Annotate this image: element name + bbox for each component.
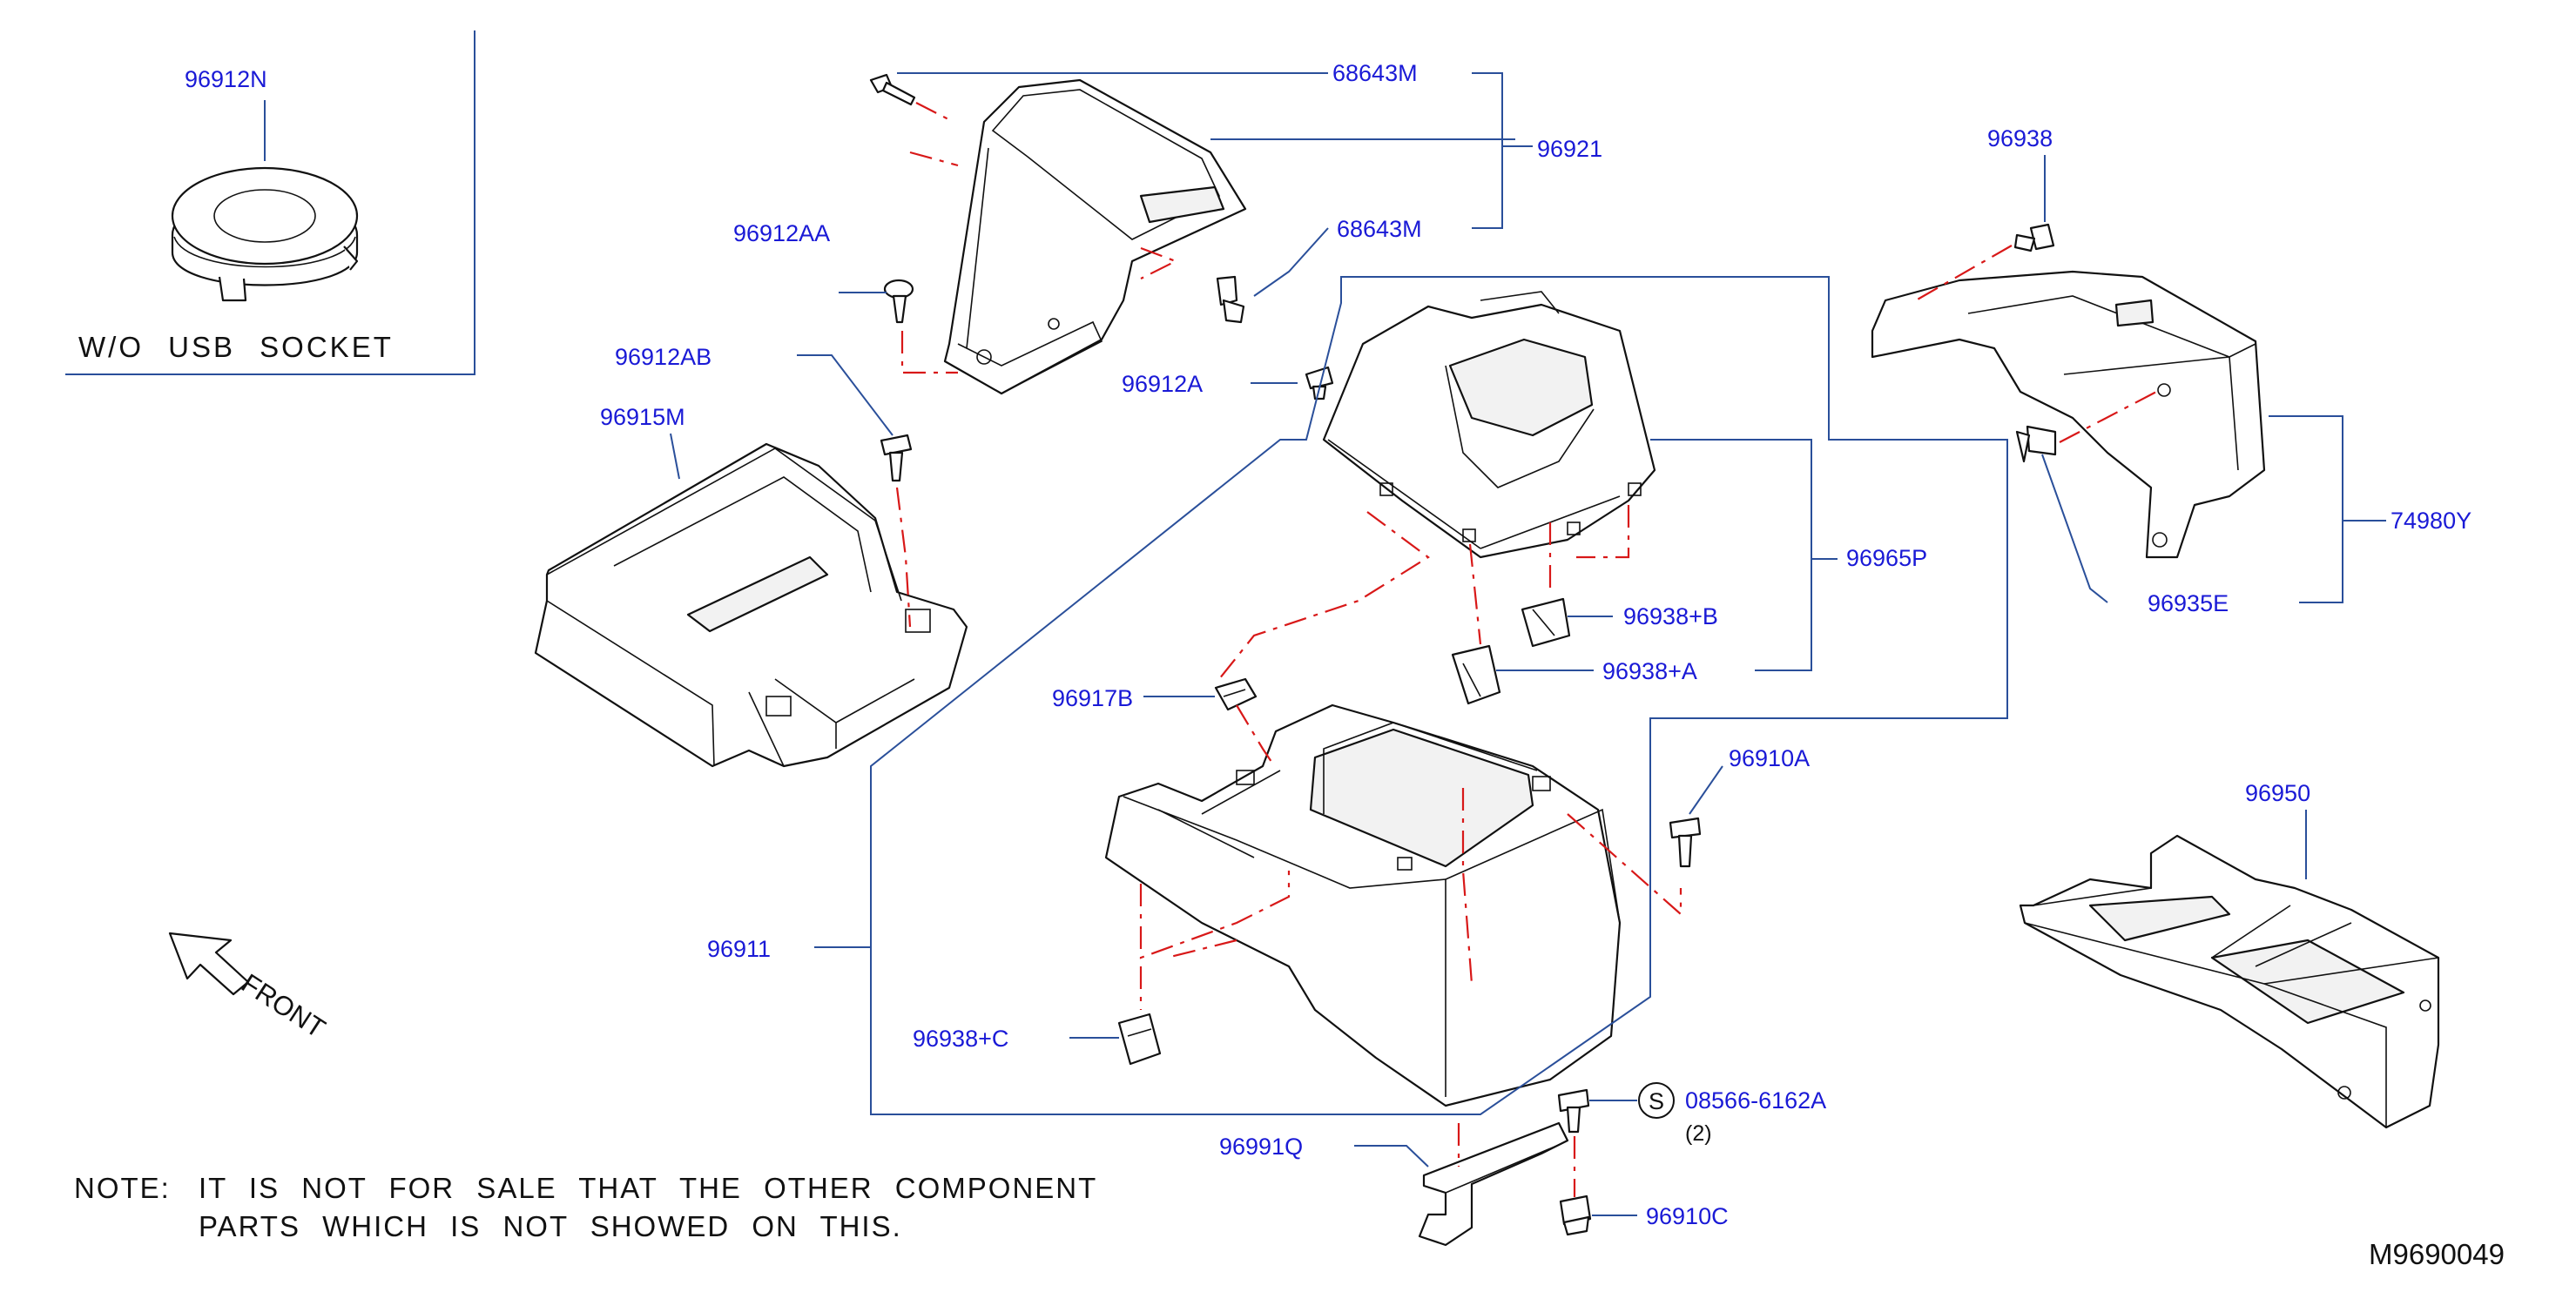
note-prefix: NOTE: [74, 1172, 171, 1204]
screw-96910A[interactable] [1669, 817, 1702, 868]
bracket-96991Q[interactable] [1418, 1121, 1569, 1247]
clip-96917B[interactable] [1214, 677, 1258, 711]
label-96965P: 96965P [1846, 545, 1927, 571]
diagram-code: M9690049 [2369, 1238, 2505, 1270]
front-arrow-icon [168, 932, 250, 996]
clip-96938A[interactable] [1451, 644, 1501, 705]
qty-label: (2) [1685, 1121, 1712, 1146]
label-96938: 96938 [1987, 125, 2053, 151]
inset-box [65, 30, 475, 375]
label-96938C: 96938+C [913, 1026, 1008, 1052]
label-08566-6162A: 08566-6162A [1685, 1087, 1826, 1114]
screw-96912AA[interactable] [883, 279, 914, 324]
label-96938A: 96938+A [1602, 658, 1697, 684]
cup-holder-96965P[interactable] [1322, 291, 1656, 559]
screw-96938[interactable] [2013, 223, 2055, 252]
screw-68643M-right[interactable] [1216, 275, 1245, 324]
console-lid-96921[interactable] [943, 78, 1247, 395]
label-96935E: 96935E [2148, 590, 2229, 616]
note-line-2: PARTS WHICH IS NOT SHOWED ON THIS. [199, 1210, 902, 1242]
usb-socket-cap[interactable] [171, 166, 359, 302]
screw-symbol-circle [1638, 1082, 1675, 1119]
label-96910C: 96910C [1646, 1203, 1729, 1229]
label-68643M-bottom: 68643M [1337, 216, 1422, 242]
console-96911[interactable] [1104, 703, 1622, 1107]
screw-96912AB[interactable] [880, 434, 913, 482]
label-96938B: 96938+B [1623, 603, 1718, 629]
bracket-74980Y[interactable] [1871, 270, 2266, 559]
label-96912AA: 96912AA [733, 220, 830, 246]
tray-96950[interactable] [2019, 834, 2440, 1129]
label-96911: 96911 [707, 936, 771, 962]
clip-96938B[interactable] [1521, 597, 1571, 648]
note-line-1: IT IS NOT FOR SALE THAT THE OTHER COMPON… [199, 1172, 1097, 1204]
screw-symbol: S [1649, 1088, 1664, 1114]
label-96917B: 96917B [1052, 685, 1133, 711]
label-68643M-top: 68643M [1332, 60, 1418, 86]
label-96912N: 96912N [185, 66, 267, 92]
label-96912A: 96912A [1122, 371, 1203, 397]
label-96921: 96921 [1537, 136, 1602, 162]
console-96915M[interactable] [534, 442, 968, 768]
nut-96910C[interactable] [1559, 1194, 1592, 1236]
label-96915M: 96915M [600, 404, 685, 430]
clip-96938C[interactable] [1117, 1013, 1162, 1066]
screw-08566-6162A[interactable] [1557, 1088, 1590, 1134]
label-96950: 96950 [2245, 780, 2310, 806]
screw-68643M-top[interactable] [869, 73, 916, 106]
front-label: FRONT [236, 968, 331, 1045]
label-96991Q: 96991Q [1219, 1134, 1303, 1160]
inset-label: W/O USB SOCKET [78, 331, 394, 363]
label-96910A: 96910A [1729, 745, 1810, 771]
label-74980Y: 74980Y [2391, 508, 2471, 534]
clip-96912A[interactable] [1305, 366, 1334, 400]
label-96912AB: 96912AB [615, 344, 711, 370]
clip-96935E[interactable] [2015, 425, 2057, 463]
